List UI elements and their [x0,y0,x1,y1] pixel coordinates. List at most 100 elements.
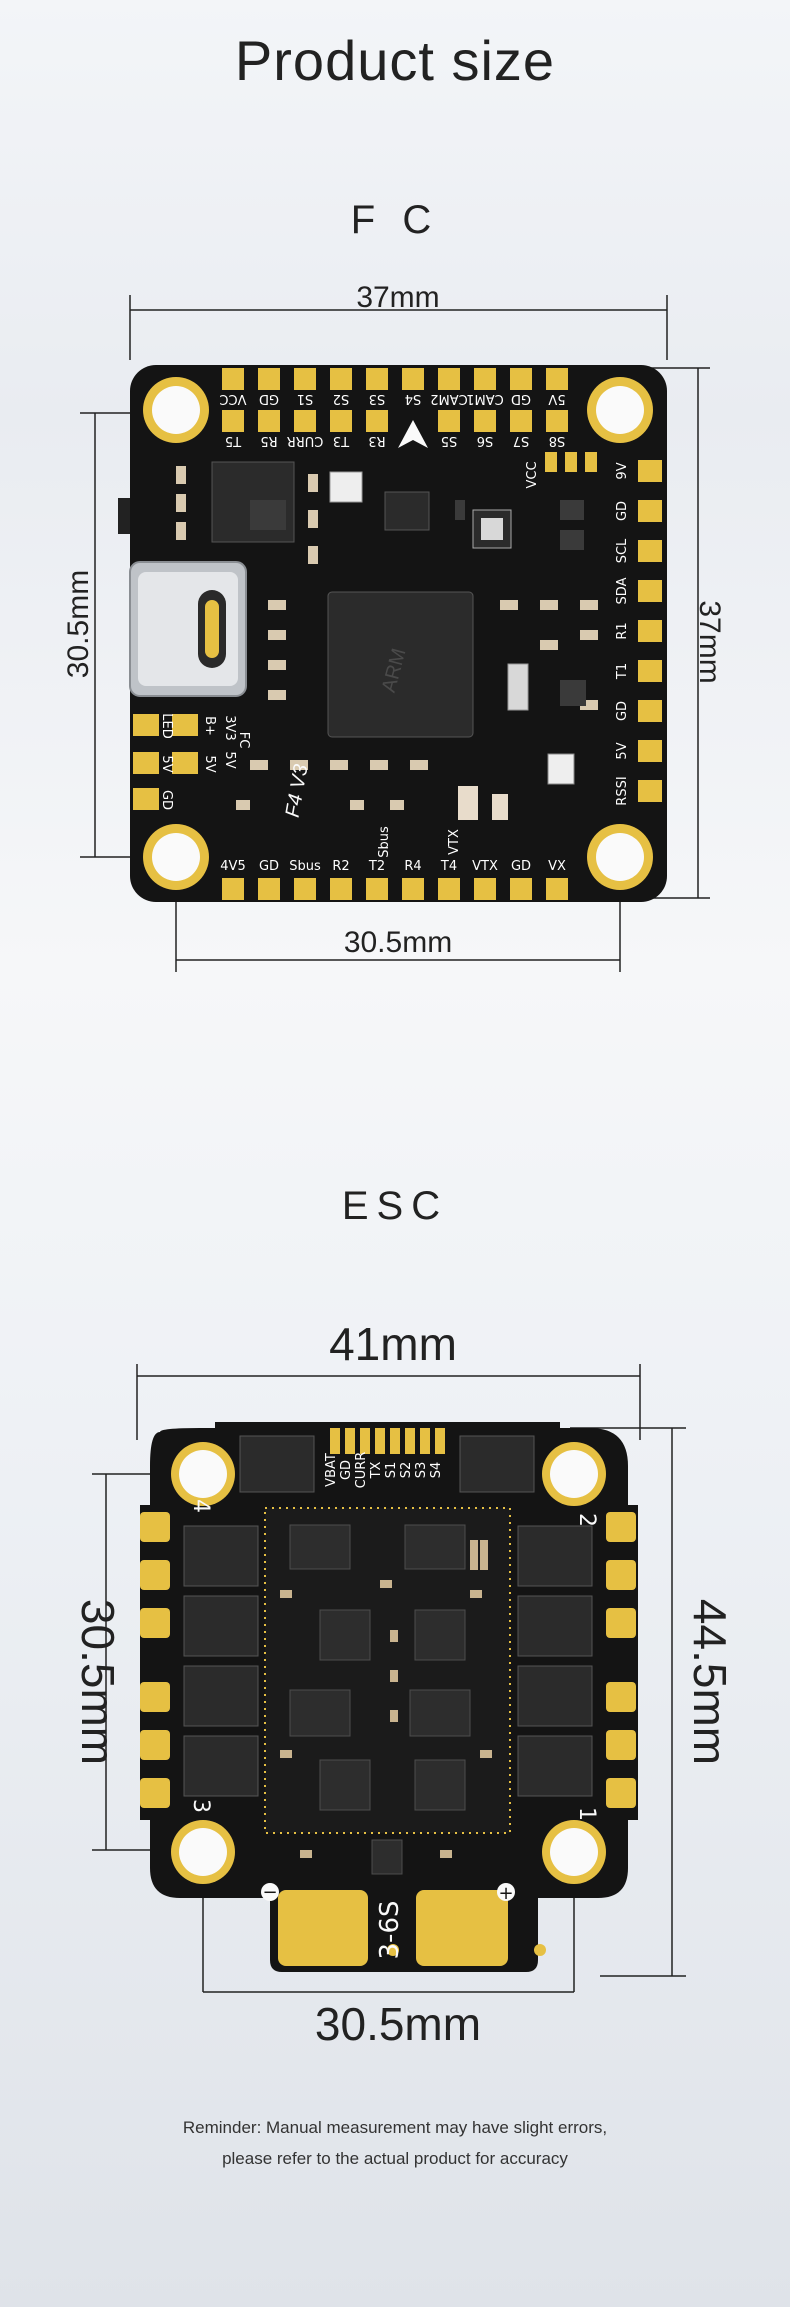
fc-top-label: S1 [297,391,314,406]
fc-top-label: VCC [219,391,246,406]
fc-top2-label: CURR [287,433,324,448]
fc-bottom-labels: 4V5 GD Sbus R2 T2 R4 T4 VTX GD VX Sbus V… [220,826,566,874]
fc-top2-label: T3 [333,433,350,448]
fc-top-label: CAM2 [430,391,467,406]
esc-minus-sign: − [262,1882,277,1903]
fc-bottom-label: R4 [404,859,421,874]
esc-battery-pads [261,1883,546,1966]
fc-bottom-label: Sbus [289,859,321,874]
fc-dim-left: 30.5mm [62,570,95,678]
fc-top-pads [222,368,568,432]
fc-top-label: S2 [333,391,350,406]
fc-baro-chip [547,753,575,785]
fc-top-label: GD [259,391,279,406]
fc-right-label: SCL [615,538,630,563]
fc-cap [492,794,508,820]
fc-right-label: T1 [615,663,630,680]
fc-left-inner-label: 5V [202,755,217,772]
fc-dim-right: 37mm [693,600,726,683]
fc-left-inner-label: 5V [222,751,237,768]
esc-connector-label: CURR [354,1452,369,1489]
fc-left-inner-label: FC [236,732,251,749]
fc-top-label: 5V [548,391,565,406]
fc-top-label: S4 [405,391,422,406]
esc-corner-number: 4 [188,1499,213,1513]
fc-right-label: GD [615,701,630,721]
fc-bottom-label: 4V5 [220,859,245,874]
fc-left-pads [133,714,198,810]
page-title: Product size [234,29,556,92]
fc-transistors [250,500,586,706]
esc-negative-pad [278,1890,368,1966]
esc-smd-parts [280,1540,492,1858]
fc-right-labels: 9V GD SCL SDA R1 T1 GD 5V RSSI [615,462,630,805]
fc-top2-label: R5 [260,433,277,448]
fc-right-label: R1 [615,622,630,639]
fc-usb-c-port [129,561,247,697]
fc-left-label: 5V [159,755,174,772]
fc-direction-arrow-icon [398,420,428,448]
fc-top-labels: VCC GD S1 S2 S3 S4 CAM2 CAM1 GD 5V T5 R5… [219,391,565,448]
esc-driver-chips [289,1524,471,1875]
fc-bottom-label: GD [259,859,279,874]
fc-mount-holes [143,377,653,890]
fc-dim-top: 37mm [356,281,439,314]
esc-voltage-label: 3-6S [375,1901,405,1960]
fc-smd-parts [176,466,598,810]
esc-corner-number: 3 [188,1799,213,1813]
fc-bottom-label: T4 [440,859,457,874]
esc-corner-number: 2 [574,1513,599,1527]
fc-top2-label: S7 [513,433,530,448]
fc-bottom-label: R2 [332,859,349,874]
fc-top2-label: S8 [549,433,566,448]
esc-board-figure: 41mm 30.5mm 44.5mm 30.5mm 4 2 3 1 VBAT G… [72,1318,736,2050]
esc-connector-labels: VBAT GD CURR TX S1 S2 S3 S4 [324,1452,444,1489]
fc-top2-label: S5 [441,433,458,448]
fc-left-inner-label: B+ [202,716,217,736]
esc-dimension-lines [92,1364,686,1993]
fc-bottom-label: GD [511,859,531,874]
esc-mosfets [183,1435,593,1797]
fc-bottom-label: VTX [472,859,498,874]
fc-cap [458,786,478,820]
fc-top-label: S3 [369,391,386,406]
fc-left-label: GD [159,790,174,810]
reminder-line-1: Reminder: Manual measurement may have sl… [182,2118,608,2137]
fc-right-label: RSSI [615,776,630,805]
esc-positive-pad [416,1890,508,1966]
fc-top-label: CAM1 [466,391,503,406]
fc-chip-small [384,491,430,531]
esc-corner-number: 1 [574,1807,599,1821]
esc-corner-numbers: 4 2 3 1 [188,1499,599,1821]
esc-connector-label: S2 [399,1462,414,1479]
fc-bottom-pads [222,878,568,900]
fc-top2-label: T5 [225,433,242,448]
esc-dim-left: 30.5mm [72,1599,124,1765]
fc-board-figure: 37mm 30.5mm 37mm 30.5mm VCC GD S1 [62,281,726,972]
fc-right-pads [638,460,662,802]
fc-vcc-label: VCC [525,461,540,488]
esc-dim-bottom: 30.5mm [315,1998,481,2050]
fc-bottom-label: T2 [368,859,385,874]
fc-oscillator [507,663,529,711]
esc-connector-label: S4 [429,1462,444,1479]
fc-right-label: 9V [615,462,630,479]
fc-dim-bottom: 30.5mm [344,926,452,959]
fc-right-label: SDA [615,577,630,604]
esc-plus-sign: + [498,1883,513,1904]
fc-crystal [329,471,363,503]
fc-bottom-label: VX [548,859,566,874]
fc-bottom-inner-label: VTX [447,829,462,855]
esc-section-label: ESC [341,1184,449,1228]
esc-dim-right: 44.5mm [684,1599,736,1765]
esc-dim-top: 41mm [329,1318,457,1370]
esc-left-motor-pads [140,1512,170,1808]
fc-top2-label: R3 [368,433,385,448]
fc-mcu-chip [327,591,474,738]
fc-right-label: GD [615,501,630,521]
fc-left-label: LED [159,713,174,738]
fc-left-labels: LED 5V GD B+ 3V3 FC 5V 5V [159,713,251,810]
esc-connector-label: GD [339,1460,354,1480]
esc-connector-label: VBAT [324,1453,339,1487]
fc-top2-label: S6 [477,433,494,448]
